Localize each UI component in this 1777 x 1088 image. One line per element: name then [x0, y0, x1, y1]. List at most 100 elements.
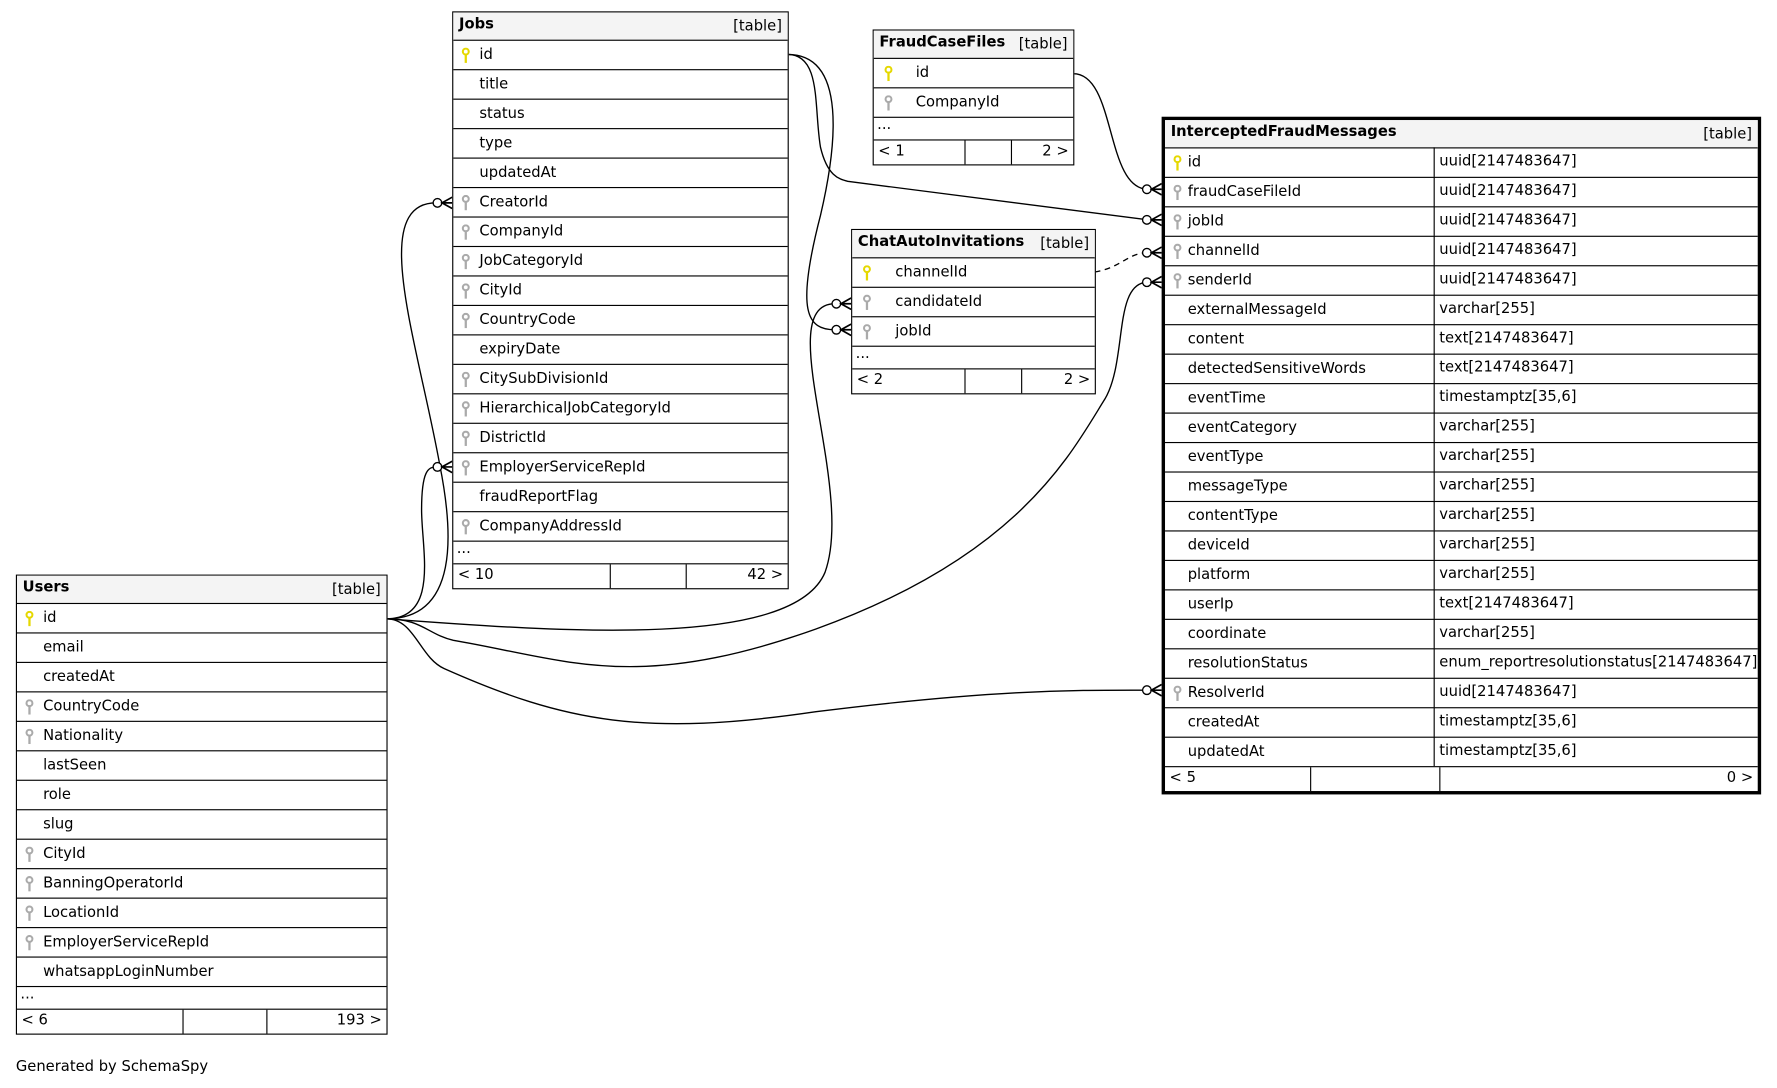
child-count-link[interactable]: 42 >	[685, 564, 787, 589]
foreign-key-icon	[461, 371, 470, 388]
more-columns[interactable]: ...	[852, 346, 1095, 370]
column-name: CitySubDivisionId	[479, 370, 609, 388]
column-row[interactable]: role	[16, 781, 387, 811]
column-row[interactable]: CityId	[453, 277, 788, 306]
table-name[interactable]: InterceptedFraudMessages	[1170, 122, 1397, 140]
column-type: timestamptz[35,6]	[1433, 707, 1577, 737]
relationship-edge	[386, 275, 1163, 668]
table-footer: < 10 42 >	[453, 564, 787, 589]
table-name[interactable]: Jobs	[458, 15, 494, 33]
column-row[interactable]: candidateId	[852, 288, 1095, 318]
column-row[interactable]: Nationality	[16, 722, 387, 752]
column-row[interactable]: externalMessageId varchar[255]	[1165, 294, 1758, 326]
column-row[interactable]: JobCategoryId	[453, 247, 788, 277]
column-row[interactable]: slug	[16, 810, 387, 840]
column-row[interactable]: CompanyId	[873, 88, 1074, 118]
column-row[interactable]: type	[453, 129, 788, 159]
column-row[interactable]: HierarchicalJobCategoryId	[453, 394, 788, 424]
column-row[interactable]: status	[453, 100, 788, 130]
more-columns[interactable]: ...	[16, 987, 387, 1010]
crows-foot-icon	[1149, 213, 1163, 227]
column-row[interactable]: CompanyId	[453, 218, 788, 248]
child-count-link[interactable]: 2 >	[1020, 369, 1095, 394]
table-header[interactable]: FraudCaseFiles[table]	[873, 30, 1074, 59]
column-row[interactable]: EmployerServiceRepId	[16, 928, 387, 958]
column-row[interactable]: id	[873, 59, 1074, 89]
column-row[interactable]: DistrictId	[453, 424, 788, 454]
column-row[interactable]: lastSeen	[16, 751, 387, 781]
table-name[interactable]: Users	[22, 578, 70, 596]
crows-foot-icon	[839, 297, 852, 311]
parent-count-link[interactable]: < 10	[457, 566, 494, 584]
foreign-key-icon	[1173, 214, 1182, 230]
parent-count-link[interactable]: < 2	[856, 371, 884, 389]
table-header[interactable]: InterceptedFraudMessages[table]	[1165, 120, 1758, 149]
column-type: varchar[255]	[1433, 294, 1535, 325]
table-header[interactable]: Users[table]	[16, 575, 387, 605]
child-count-link[interactable]: 193 >	[265, 1009, 387, 1034]
child-count-link[interactable]: 2 >	[1010, 140, 1073, 165]
column-row[interactable]: CreatorId	[453, 188, 788, 218]
crows-foot-icon	[1149, 182, 1163, 196]
column-row[interactable]: updatedAt	[453, 159, 788, 189]
column-row[interactable]: email	[16, 634, 387, 663]
column-row[interactable]: channelId	[852, 258, 1095, 288]
column-row[interactable]: LocationId	[16, 899, 387, 929]
column-row[interactable]: CountryCode	[453, 306, 788, 336]
parent-count-link[interactable]: < 6	[21, 1012, 48, 1030]
column-name: externalMessageId	[1187, 301, 1327, 319]
table-header[interactable]: ChatAutoInvitations[table]	[852, 230, 1095, 259]
table-header[interactable]: Jobs[table]	[453, 12, 788, 41]
column-name: resolutionStatus	[1187, 655, 1308, 673]
column-row[interactable]: id	[453, 41, 788, 71]
column-row[interactable]: whatsappLoginNumber	[16, 958, 387, 988]
column-row[interactable]: title	[453, 70, 788, 100]
child-count-link[interactable]: 0 >	[1439, 767, 1757, 792]
column-row[interactable]: jobId	[852, 317, 1095, 347]
more-columns[interactable]: ...	[453, 541, 788, 565]
table-footer: < 5 0 >	[1165, 767, 1758, 792]
parent-count-link[interactable]: < 5	[1169, 769, 1196, 787]
column-row[interactable]: fraudReportFlag	[453, 483, 788, 513]
parent-count-link[interactable]: < 1	[878, 142, 905, 160]
column-row[interactable]: CityId	[16, 840, 387, 870]
table-name[interactable]: ChatAutoInvitations	[857, 232, 1025, 250]
crows-foot-icon	[839, 323, 852, 337]
column-row[interactable]: CountryCode	[16, 692, 387, 722]
table-name[interactable]: FraudCaseFiles	[879, 33, 1006, 51]
column-row[interactable]: id	[16, 604, 387, 634]
column-row[interactable]: CompanyAddressId	[453, 512, 788, 542]
column-row[interactable]: EmployerServiceRepId	[453, 453, 788, 483]
more-columns[interactable]: ...	[873, 117, 1074, 141]
column-row[interactable]: BanningOperatorId	[16, 869, 387, 899]
column-row[interactable]: CitySubDivisionId	[453, 365, 788, 395]
column-row[interactable]: createdAt	[16, 663, 387, 693]
table-footer: < 1 2 >	[874, 140, 1073, 165]
column-row[interactable]: expiryDate	[453, 335, 788, 365]
